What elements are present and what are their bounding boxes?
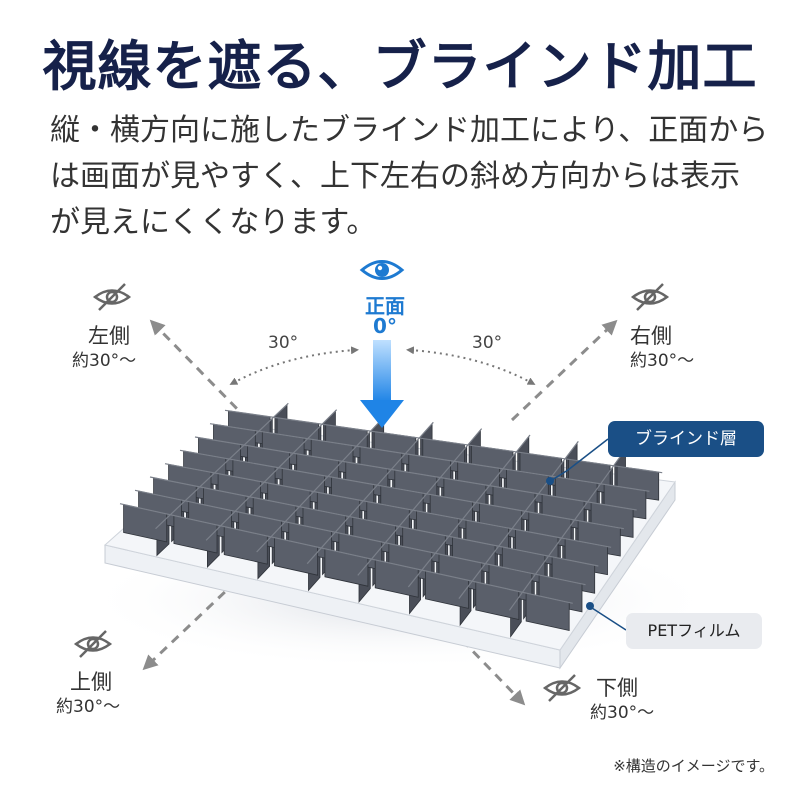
eye-icon: [359, 260, 405, 280]
blind-layer-callout: ブラインド層: [608, 421, 764, 457]
front-arrow-head: [360, 400, 404, 428]
angle-arc-right: [406, 346, 536, 385]
louver-edge: [508, 447, 628, 611]
description-line: が見えにくくなります。: [50, 205, 377, 240]
front-label: 正面: [365, 294, 405, 318]
view-label-left: 左側: [88, 324, 130, 348]
louver-edge: [179, 449, 624, 530]
front-arrow-shaft: [373, 340, 391, 402]
description: 縦・横方向に施したブラインド加工により、正面から は画面が見やすく、上下左右の斜…: [50, 108, 769, 246]
view-sub-bottom: 約30°～: [590, 703, 655, 723]
angle-left-label: 30°: [268, 333, 299, 353]
callout-dot-pet: [586, 602, 594, 610]
front-angle: 0°: [373, 314, 397, 338]
view-arrow-top-left: [149, 319, 250, 422]
view-label-top: 上側: [70, 670, 112, 694]
angle-right-label: 30°: [472, 333, 503, 353]
louver-edge: [205, 409, 338, 541]
eye-slash-icon: [73, 630, 113, 658]
louver-edge: [164, 463, 612, 548]
louver-edge: [149, 476, 599, 567]
louver-edge: [134, 489, 586, 586]
view-sub-top: 約30°～: [56, 697, 121, 717]
blind-panel: [103, 402, 676, 670]
louver-edge: [224, 409, 663, 474]
callout-line-pet: [591, 607, 627, 631]
louver-edge: [194, 436, 637, 511]
louver-edge: [256, 415, 386, 553]
louver-edge: [306, 421, 434, 565]
view-arrow-bottom-right: [460, 638, 526, 706]
louver-edge: [458, 440, 579, 600]
view-label-right: 右側: [630, 324, 672, 348]
louver-edge: [357, 428, 483, 576]
page-title: 視線を遮る、ブラインド加工: [42, 35, 758, 98]
pet-film-callout: PETフィルム: [626, 613, 762, 649]
louver-edge: [209, 423, 650, 492]
structure-note: ※構造のイメージです。: [613, 757, 774, 775]
callout-dot-blind: [546, 477, 554, 485]
eye-slash-icon: [92, 283, 132, 311]
callout-line-blind-2: [551, 469, 569, 481]
view-arrow-top-right: [510, 319, 618, 422]
eye-slash-icon: [630, 283, 670, 311]
eye-slash-icon: [542, 674, 582, 702]
louver-edge: [407, 434, 531, 588]
description-line: は画面が見やすく、上下左右の斜め方向からは表示: [50, 159, 740, 194]
view-label-bottom: 下側: [596, 676, 638, 700]
description-line: 縦・横方向に施したブラインド加工により、正面から: [50, 113, 769, 148]
angle-arc-left: [229, 346, 359, 385]
view-sub-left: 約30°～: [72, 351, 137, 371]
view-sub-right: 約30°～: [630, 351, 695, 371]
louver-edge: [119, 503, 573, 604]
louver-edge: [155, 402, 289, 530]
callout-line-blind: [567, 438, 609, 471]
